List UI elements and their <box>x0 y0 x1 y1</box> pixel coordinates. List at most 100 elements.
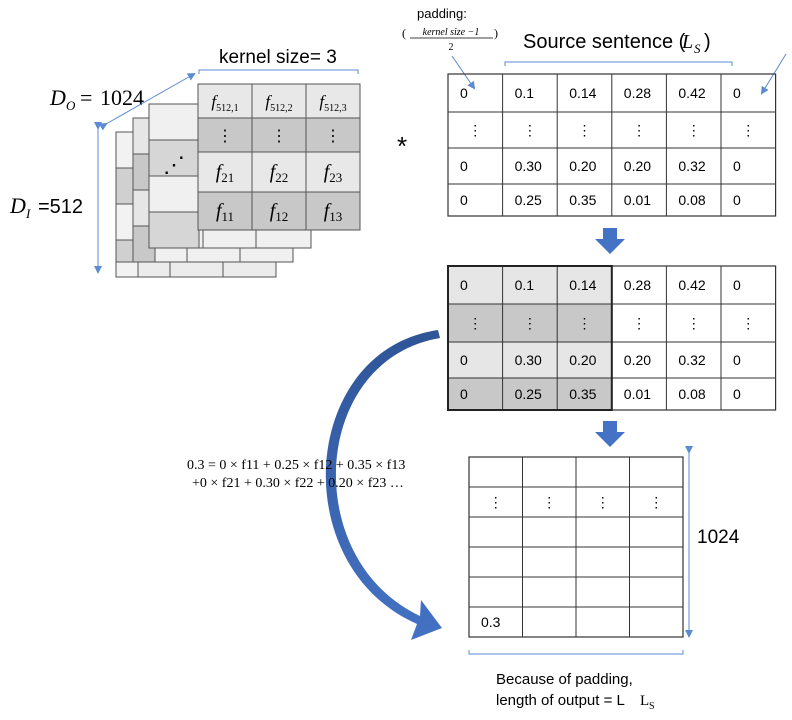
svg-text:=: = <box>80 85 92 110</box>
output-caption-line-2: length of output = L L S <box>496 692 655 712</box>
kernel-cell: f22 <box>270 161 289 185</box>
table-cell: 0.42 <box>678 277 705 293</box>
table-cell: 0.1 <box>515 277 535 293</box>
svg-text:S: S <box>649 701 655 712</box>
table-cell: 0 <box>733 386 741 402</box>
table-cell: ⋮ <box>741 122 755 138</box>
svg-text:O: O <box>66 98 76 113</box>
equation-line-2: +0 × f21 + 0.30 × f22 + 0.20 × f23 … <box>192 476 404 491</box>
table-cell: ⋮ <box>523 122 537 138</box>
table-cell: 0 <box>733 85 741 101</box>
table-cell: 0.35 <box>569 192 596 208</box>
source-sentence-label: Source sentence ( L S ) <box>504 31 733 66</box>
table-cell: 0 <box>460 85 468 101</box>
table-cell: 0 <box>460 192 468 208</box>
d-i-value: =512 <box>38 196 83 218</box>
table-cell: 0.30 <box>515 352 542 368</box>
svg-text:(: ( <box>402 26 406 40</box>
table-cell: 0 <box>460 386 468 402</box>
kernel-front-grid <box>197 83 361 231</box>
table-cell: 0.14 <box>569 85 596 101</box>
kernel-cell: f11 <box>216 200 234 224</box>
table-cell: ⋮ <box>596 494 610 510</box>
kernel-cell: f512,2 <box>265 92 292 114</box>
table-cell: 0.3 <box>481 614 501 630</box>
kernel-depth-dots: ⋰ <box>163 152 185 177</box>
output-caption-line-1: Because of padding, <box>496 671 633 688</box>
table-cell: 0.01 <box>624 192 651 208</box>
table-cell: 0.32 <box>678 158 705 174</box>
table-cell: ⋮ <box>523 315 537 331</box>
table-cell: ⋮ <box>649 494 663 510</box>
table-cell: ⋮ <box>542 494 556 510</box>
table-cell: 0.32 <box>678 352 705 368</box>
d-i-label: D I =512 <box>9 193 83 221</box>
table-cell: 0 <box>460 352 468 368</box>
d-o-dimension-line <box>98 73 196 131</box>
svg-text:L: L <box>640 693 649 709</box>
svg-text:I: I <box>25 206 31 221</box>
padding-title: padding: <box>417 6 467 21</box>
kernel-size-label: kernel size= 3 <box>219 47 337 68</box>
padding-denominator: 2 <box>449 42 454 53</box>
table-cell: 0.14 <box>569 277 596 293</box>
table-cell: ⋮ <box>468 122 482 138</box>
svg-text:L: L <box>681 31 693 53</box>
padding-left-arrow <box>451 55 476 90</box>
table-cell: 0 <box>460 158 468 174</box>
table-cell: 0.30 <box>515 158 542 174</box>
table-cell: 0.42 <box>678 85 705 101</box>
output-width-bracket <box>468 650 684 655</box>
kernel-size-bracket <box>198 69 359 74</box>
source-sentence-bracket <box>504 61 733 66</box>
table-cell: 0 <box>733 352 741 368</box>
table-cell: ⋮ <box>687 122 701 138</box>
curved-arrow <box>325 330 442 640</box>
source-table: 0 0.1 0.14 0.28 0.42 0 ⋮ ⋮ ⋮ ⋮ ⋮ ⋮ 0 0.30 0.20 0.20 0.32… <box>447 73 777 217</box>
kernel-cell: f512,3 <box>319 92 346 114</box>
table-cell: ⋮ <box>632 315 646 331</box>
padding-annotation: padding: ( kernel size −1 2 ) <box>402 6 787 95</box>
table-cell: 0 <box>733 277 741 293</box>
svg-text:D: D <box>49 85 66 110</box>
table-cell: 0.25 <box>515 192 542 208</box>
table-cell: 0.20 <box>569 352 596 368</box>
table-cell: ⋮ <box>578 315 592 331</box>
padding-numerator: kernel size −1 <box>423 27 480 38</box>
output-height-label: 1024 <box>697 527 740 548</box>
table-cell: 0.20 <box>569 158 596 174</box>
table-cell: 0.28 <box>624 277 651 293</box>
kernel-cell: ⋮ <box>325 128 341 145</box>
table-cell: 0.20 <box>624 352 651 368</box>
kernel-cell: f512,1 <box>211 92 238 114</box>
d-o-label: D O = 1024 <box>49 85 144 113</box>
svg-text:S: S <box>694 41 701 56</box>
kernel-cell: f12 <box>270 200 289 224</box>
table-cell: 0.08 <box>678 192 705 208</box>
table-cell: 0.1 <box>515 85 535 101</box>
table-cell: 0.35 <box>569 386 596 402</box>
table-cell: 0.20 <box>624 158 651 174</box>
kernel-cell: ⋮ <box>217 128 233 145</box>
table-cell: ⋮ <box>687 315 701 331</box>
table-cell: ⋮ <box>578 122 592 138</box>
kernel-cell: f13 <box>324 200 343 224</box>
table-cell: 0.25 <box>515 386 542 402</box>
convolution-operator: * <box>397 131 407 161</box>
table-cell: 0 <box>733 192 741 208</box>
table-cell: 0.28 <box>624 85 651 101</box>
kernel-cell: f21 <box>216 161 235 185</box>
table-cell: ⋮ <box>489 494 503 510</box>
output-caption-line-2-text: length of output = L <box>496 692 625 709</box>
table-cell: ⋮ <box>741 315 755 331</box>
down-arrow-2 <box>595 421 625 447</box>
svg-text:D: D <box>9 193 26 218</box>
table-cell: 0 <box>460 277 468 293</box>
svg-text:): ) <box>704 31 711 53</box>
equation-line-1: 0.3 = 0 × f11 + 0.25 × f12 + 0.35 × f13 <box>187 458 405 473</box>
table-cell: ⋮ <box>632 122 646 138</box>
table-cell: ⋮ <box>468 315 482 331</box>
